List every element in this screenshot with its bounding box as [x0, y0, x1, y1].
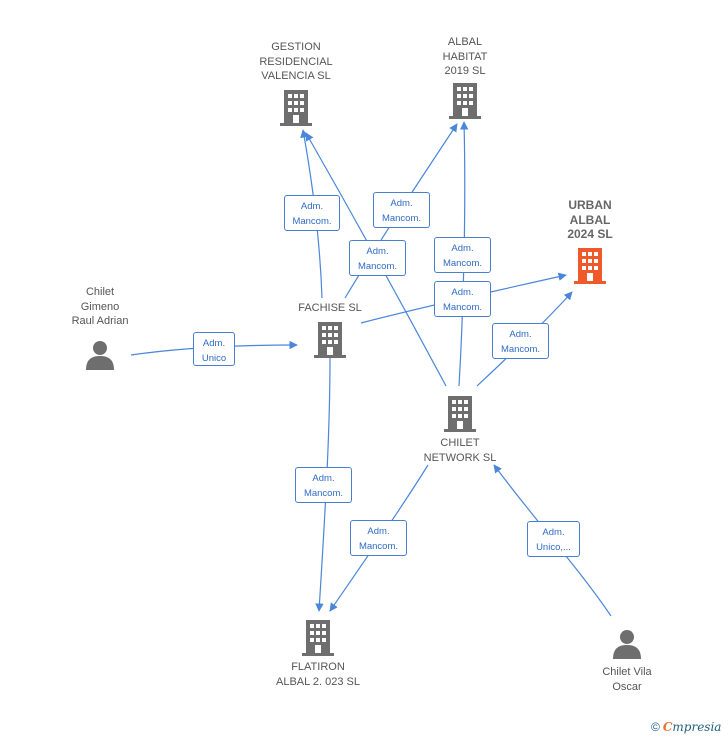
building-icon	[280, 89, 312, 126]
building-icon	[444, 396, 476, 432]
node-urban-albal[interactable]: URBAN ALBAL 2024 SL	[550, 198, 630, 284]
node-label: Chilet Vila Oscar	[602, 666, 652, 693]
node-chilet-gimeno[interactable]: Chilet Gimeno Raul Adrian	[55, 285, 145, 370]
copyright-icon: ©	[651, 720, 660, 734]
building-icon	[574, 247, 606, 284]
brand-logo: Cmpresia	[662, 720, 722, 734]
edge-label-fachise-gestion[interactable]: Adm. Mancom.	[284, 195, 340, 231]
edge-label-vila-network[interactable]: Adm. Unico,...	[527, 521, 580, 557]
node-label: ALBAL HABITAT 2019 SL	[442, 36, 488, 77]
edge-label-fachise-urban[interactable]: Adm. Mancom.	[434, 281, 491, 317]
node-label: FLATIRON ALBAL 2. 023 SL	[276, 661, 360, 688]
node-gestion-residencial[interactable]: GESTION RESIDENCIAL VALENCIA SL	[246, 40, 346, 126]
node-albal-habitat[interactable]: ALBAL HABITAT 2019 SL	[425, 35, 505, 119]
person-icon	[613, 630, 641, 659]
building-icon	[449, 82, 481, 119]
node-chilet-vila[interactable]: Chilet Vila Oscar	[587, 629, 667, 694]
edge-label-network-gestion[interactable]: Adm. Mancom.	[349, 240, 406, 276]
node-label: CHILET NETWORK SL	[423, 437, 497, 464]
edge-label-fachise-albal[interactable]: Adm. Mancom.	[373, 192, 430, 228]
edge-label-network-flatiron[interactable]: Adm. Mancom.	[350, 520, 407, 556]
person-icon	[86, 340, 114, 370]
edge-label-network-urban[interactable]: Adm. Mancom.	[492, 323, 549, 359]
edge-label-fachise-flatiron[interactable]: Adm. Mancom.	[295, 467, 352, 503]
building-icon	[314, 321, 346, 358]
node-fachise[interactable]: FACHISE SL	[280, 301, 380, 358]
edge-label-gimeno-fachise[interactable]: Adm. Unico	[193, 332, 235, 366]
node-label: FACHISE SL	[298, 302, 362, 314]
node-flatiron[interactable]: FLATIRON ALBAL 2. 023 SL	[263, 620, 373, 689]
node-label: URBAN ALBAL 2024 SL	[567, 198, 613, 241]
node-chilet-network[interactable]: CHILET NETWORK SL	[410, 396, 510, 465]
building-icon	[302, 620, 334, 656]
node-label: GESTION RESIDENCIAL VALENCIA SL	[259, 41, 333, 82]
edge-label-network-albal[interactable]: Adm. Mancom.	[434, 237, 491, 273]
empresia-watermark: © Cmpresia	[651, 720, 721, 734]
node-label: Chilet Gimeno Raul Adrian	[71, 286, 129, 327]
